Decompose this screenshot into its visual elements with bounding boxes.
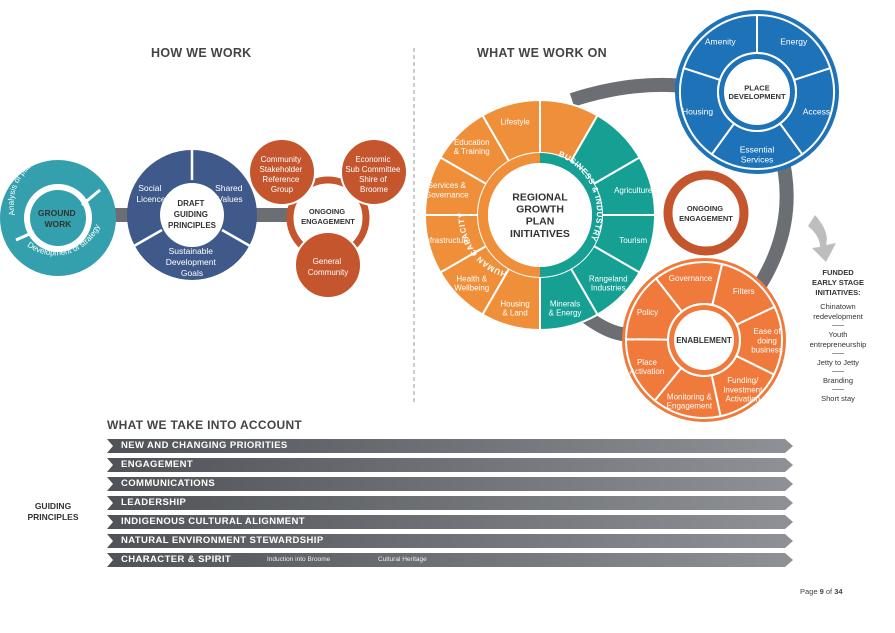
what-we-work-on-heading: WHAT WE WORK ON	[477, 46, 607, 60]
segment-label-minerals-energy: Minerals& Energy	[549, 299, 582, 317]
segment-label-health-wellbeing: Health &Wellbeing	[454, 274, 489, 292]
ongoing-engagement-center: ONGOING ENGAGEMENT	[301, 207, 355, 226]
draft-shared-values: Shared Values	[215, 183, 245, 204]
segment-label-agriculture: Agriculture	[614, 186, 653, 195]
principle-bar: LEADERSHIP	[107, 496, 793, 510]
place-label-amenity: Amenity	[705, 36, 736, 46]
how-we-work-heading: HOW WE WORK	[151, 46, 252, 60]
principle-label: NATURAL ENVIRONMENT STEWARDSHIP	[121, 535, 324, 546]
funded-item: Branding	[798, 376, 878, 390]
principle-bar: NATURAL ENVIRONMENT STEWARDSHIP	[107, 534, 793, 548]
principle-label: ENGAGEMENT	[121, 459, 194, 470]
enable-label-filters: Filters	[733, 287, 755, 296]
funded-item: Jetty to Jetty	[798, 358, 878, 372]
segment-label-lifestyle: Lifestyle	[500, 118, 530, 127]
draft-sdg: Sustainable Development Goals	[166, 246, 218, 278]
segment-label-education-training: Education& Training	[454, 138, 490, 156]
segment-services-governance	[423, 156, 488, 216]
principle-label: INDIGENOUS CULTURAL ALIGNMENT	[121, 516, 306, 527]
ongoing-engagement-right-label: ONGOING ENGAGEMENT	[679, 204, 733, 223]
what-we-take-into-account-heading: WHAT WE TAKE INTO ACCOUNT	[107, 418, 303, 432]
principle-sub-label: Induction into Broome	[267, 556, 331, 563]
connector-draft-to-engagement	[252, 208, 292, 222]
draft-principles-center: DRAFT GUIDING PRINCIPLES	[168, 199, 217, 230]
principle-label: CHARACTER & SPIRIT	[121, 554, 232, 565]
ground-work-wheel: GROUND WORK Analysis of past consultatio…	[0, 150, 116, 276]
ongoing-engagement-right: ONGOING ENGAGEMENT	[663, 170, 749, 256]
draft-social-licence: Social Licence	[136, 183, 166, 204]
segment-label-infrastructure: Infrastructure	[423, 236, 471, 245]
principle-bar: CHARACTER & SPIRIT Induction into Broome C…	[107, 553, 793, 567]
enable-label-monitoring-engagement: Monitoring &Engagement	[667, 392, 713, 410]
segment-infrastructure	[423, 214, 488, 274]
segment-minerals-energy	[539, 267, 599, 332]
funded-item: Short stay	[821, 394, 855, 403]
principle-bar: INDIGENOUS CULTURAL ALIGNMENT	[107, 515, 793, 529]
general-community-node: General Community	[308, 257, 348, 277]
draft-principles-wheel: DRAFT GUIDING PRINCIPLES Social Licence …	[127, 150, 257, 280]
place-label-access: Access	[803, 106, 830, 116]
ongoing-engagement-cluster: ONGOING ENGAGEMENT Community Stakeholder…	[248, 138, 408, 299]
principle-sub-label: Cultural Heritage	[378, 556, 427, 563]
page-number: Page 9 of 34	[800, 587, 843, 596]
principle-bar: NEW AND CHANGING PRIORITIES	[107, 439, 793, 453]
place-label-energy: Energy	[780, 36, 808, 46]
segment-label-services-governance: Services &Governance	[425, 181, 469, 199]
segment-label-tourism: Tourism	[619, 236, 647, 245]
principle-label: LEADERSHIP	[121, 497, 187, 508]
ground-work-center: GROUND WORK	[38, 208, 78, 229]
business-industry-ring	[540, 153, 602, 277]
enable-label-policy: Policy	[637, 308, 658, 317]
principle-label: COMMUNICATIONS	[121, 478, 216, 489]
place-label-housing: Housing	[682, 106, 713, 116]
enablement-center: ENABLEMENT	[676, 336, 732, 345]
principle-bar: ENGAGEMENT	[107, 458, 793, 472]
enable-label-governance: Governance	[669, 274, 713, 283]
funded-title: FUNDED EARLY STAGE INITIATIVES:	[812, 268, 864, 297]
down-arrow-icon	[808, 215, 836, 262]
funded-initiatives: FUNDED EARLY STAGE INITIATIVES: Chinatow…	[798, 268, 878, 404]
segment-label-housing-land: Housing& Land	[500, 299, 529, 317]
guiding-principles-label: GUIDING PRINCIPLES	[27, 501, 79, 522]
principle-label: NEW AND CHANGING PRIORITIES	[121, 440, 288, 451]
community-stakeholder-node: Community Stakeholder Reference Group	[260, 155, 305, 194]
economic-sub-committee-node: Economic Sub Committee Shire of Broome	[345, 155, 402, 194]
segment-housing-land	[481, 267, 541, 332]
human-capacity-ring	[478, 153, 541, 277]
principle-bar: COMMUNICATIONS	[107, 477, 793, 491]
